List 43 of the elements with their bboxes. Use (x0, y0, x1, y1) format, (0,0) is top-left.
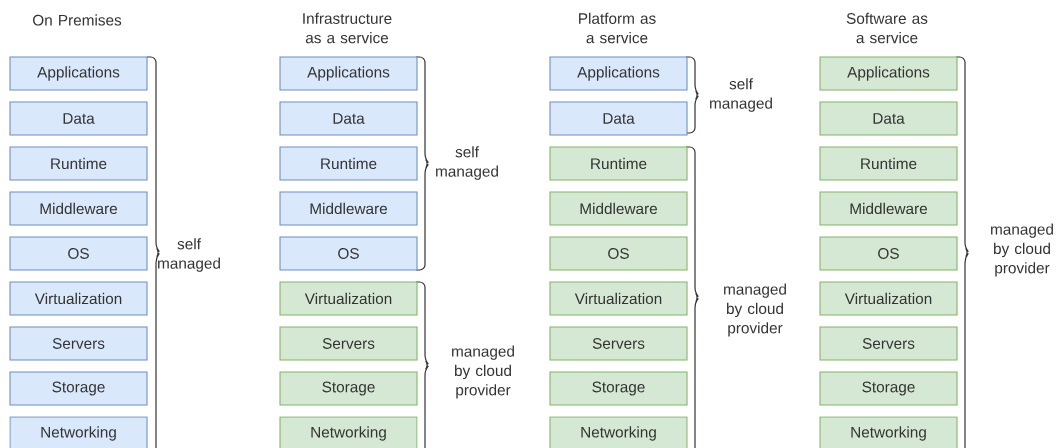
layer-box: Runtime (9, 146, 148, 181)
brace-label: managed by cloud provider (452, 345, 514, 399)
layer-box: Servers (819, 326, 958, 361)
layer-box: Middleware (549, 191, 688, 226)
layer-box: Data (549, 101, 688, 136)
layer-box: Applications (279, 56, 418, 91)
layer-box: Networking (549, 416, 688, 448)
layer-box: Servers (279, 326, 418, 361)
layer-box: Middleware (279, 191, 418, 226)
layer-box: Middleware (9, 191, 148, 226)
brace-label: self managed (158, 238, 220, 272)
layer-box: Runtime (549, 146, 688, 181)
layer-box: Virtualization (549, 281, 688, 316)
layer-box: Networking (819, 416, 958, 448)
brace-label: self managed (436, 146, 498, 180)
layer-box: Applications (819, 56, 958, 91)
column-title: On Premises (33, 14, 122, 26)
brace-label: managed by cloud provider (991, 223, 1053, 277)
layer-box: Middleware (819, 191, 958, 226)
layer-box: OS (549, 236, 688, 271)
layer-box: Storage (819, 371, 958, 406)
layer-box: Applications (549, 56, 688, 91)
layer-box: OS (819, 236, 958, 271)
layer-box: Storage (549, 371, 688, 406)
layer-box: Servers (549, 326, 688, 361)
layer-box: Data (9, 101, 148, 136)
layer-box: Networking (9, 416, 148, 448)
layer-box: Servers (9, 326, 148, 361)
layer-box: Data (279, 101, 418, 136)
layer-box: Data (819, 101, 958, 136)
layer-box: OS (9, 236, 148, 271)
layer-box: Virtualization (279, 281, 418, 316)
layer-box: Storage (9, 371, 148, 406)
brace-label: self managed (710, 78, 772, 112)
layer-box: Networking (279, 416, 418, 448)
layer-box: Runtime (819, 146, 958, 181)
layer-box: Virtualization (819, 281, 958, 316)
brace-label: managed by cloud provider (724, 283, 786, 337)
layer-box: Applications (9, 56, 148, 91)
layer-box: OS (279, 236, 418, 271)
layer-box: Storage (279, 371, 418, 406)
layer-box: Runtime (279, 146, 418, 181)
layer-box: Virtualization (9, 281, 148, 316)
